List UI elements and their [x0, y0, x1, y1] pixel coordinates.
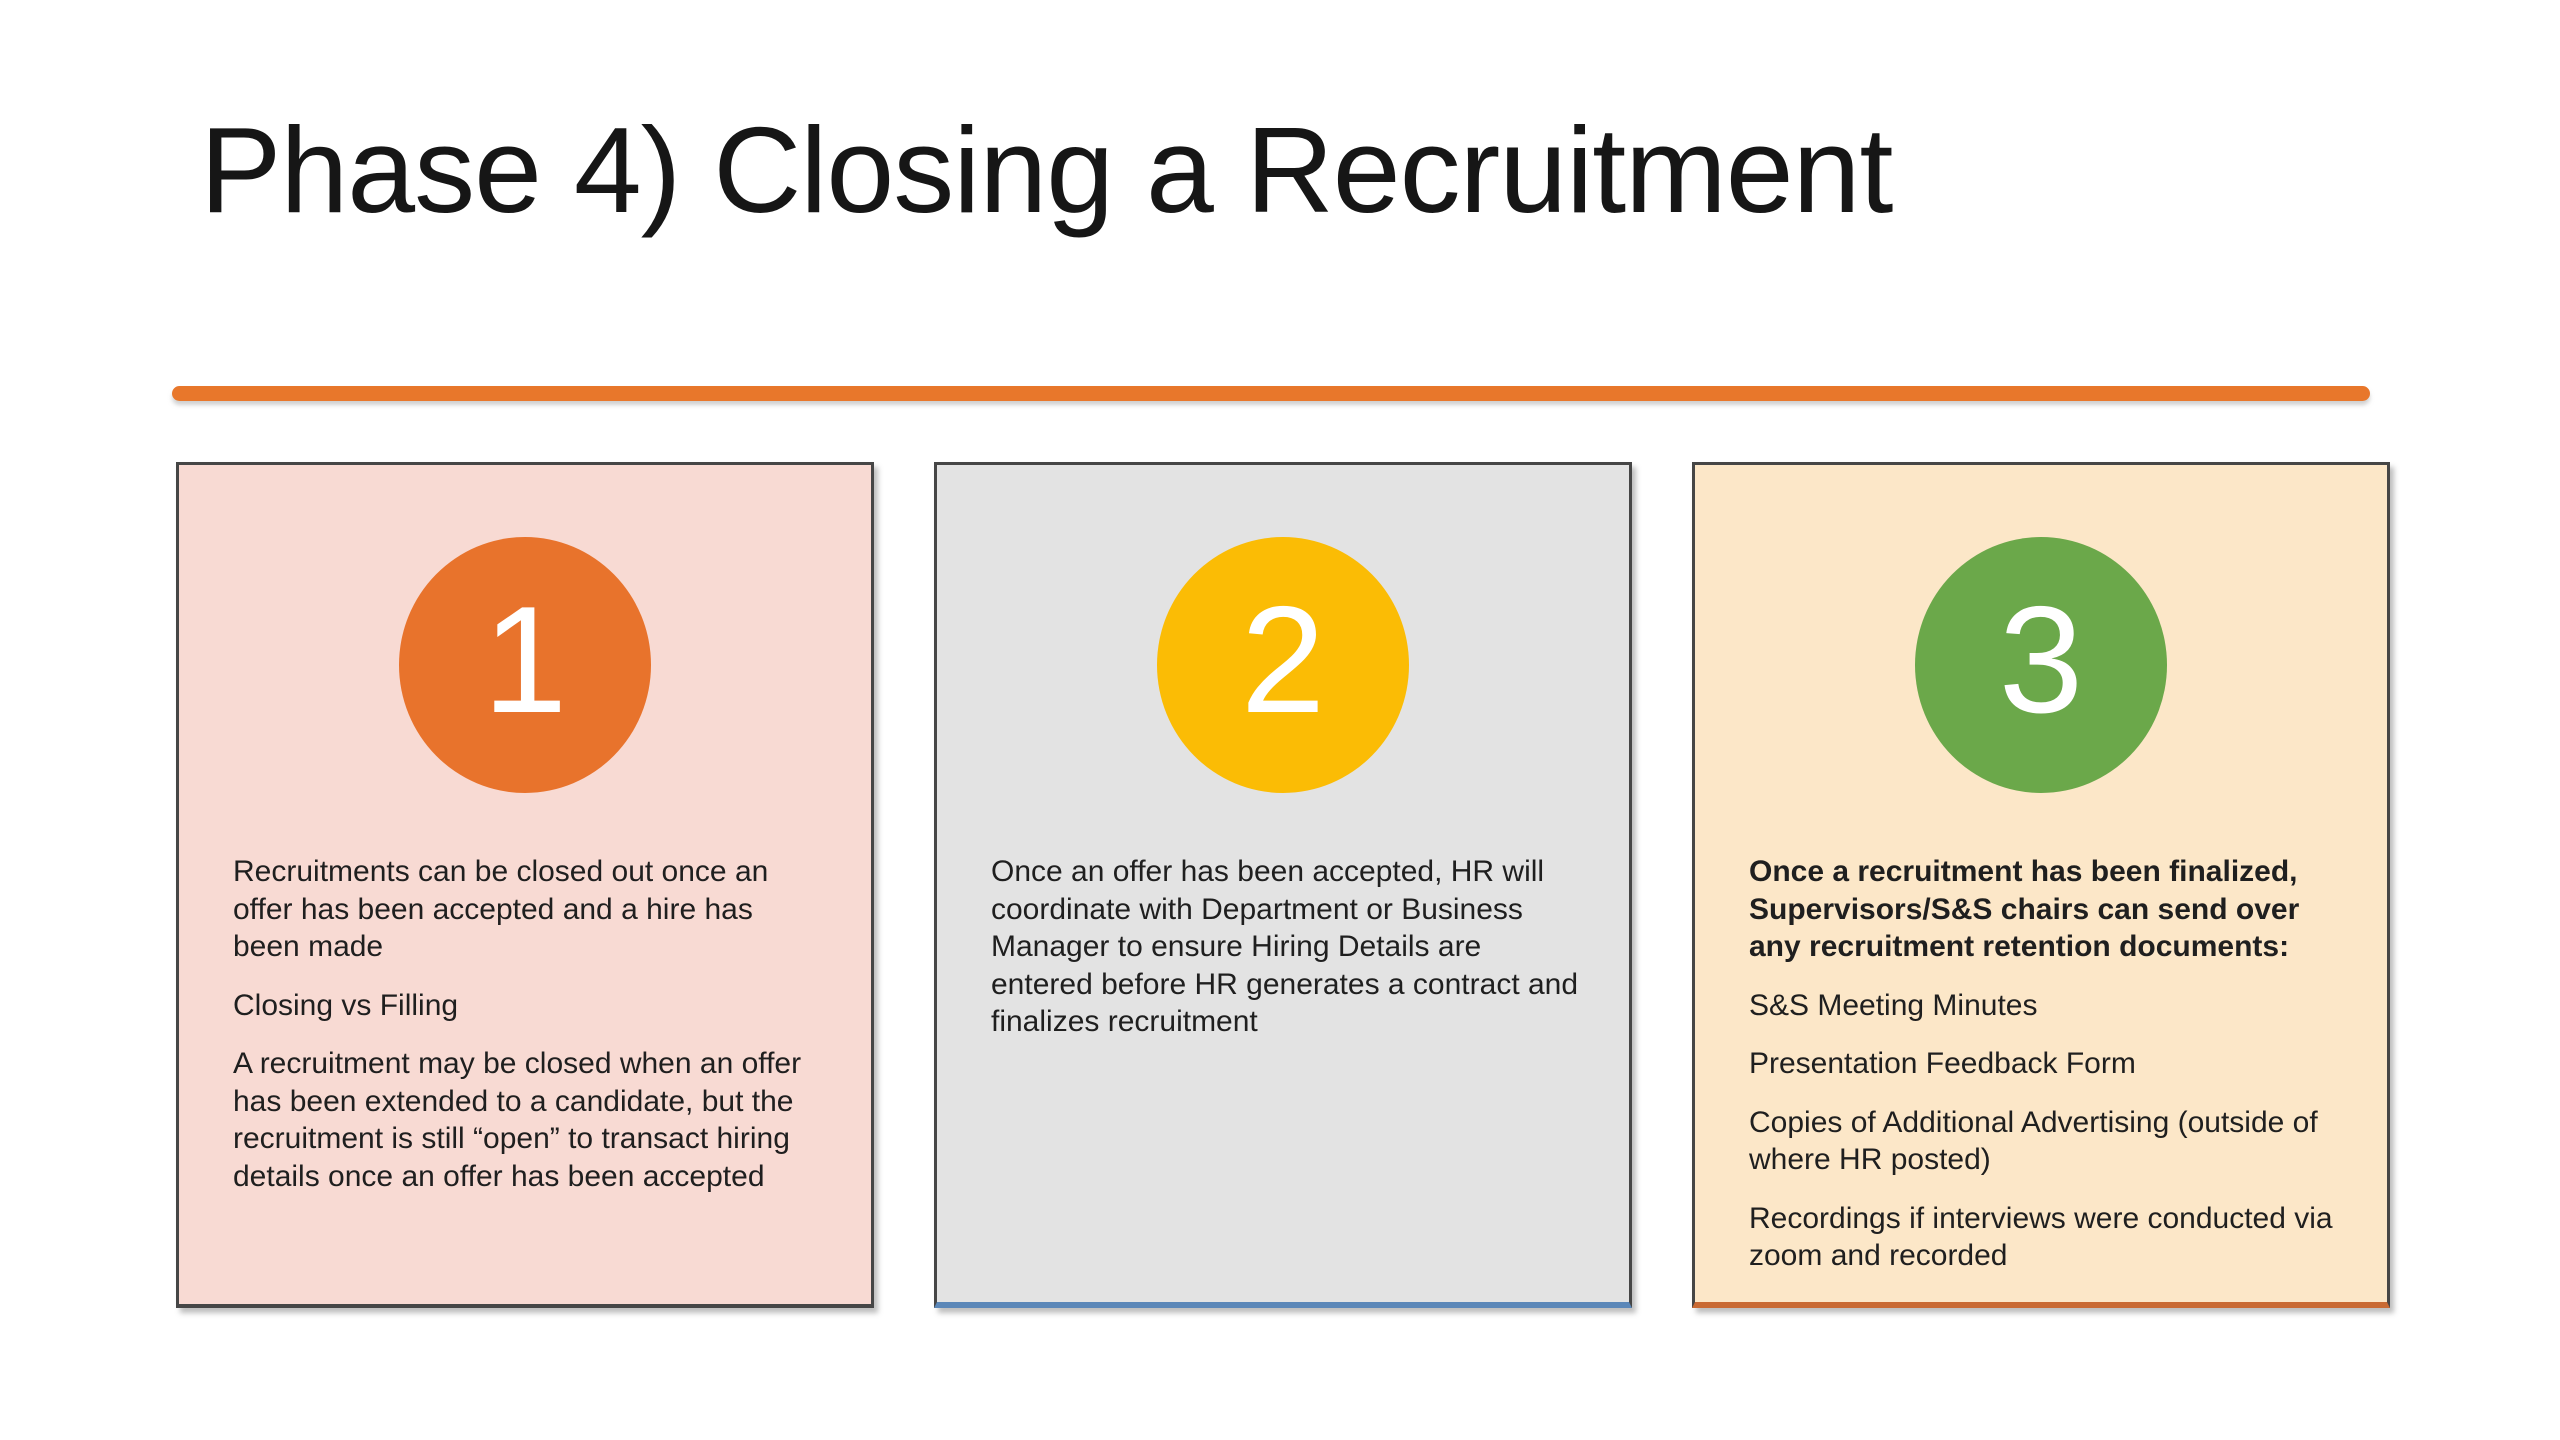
step-1-number: 1	[482, 575, 568, 745]
step-2-paragraph: Once an offer has been accepted, HR will…	[991, 855, 1579, 1038]
slide-title: Phase 4) Closing a Recruitment	[200, 102, 1893, 238]
step-2-text-block: Once an offer has been accepted, HR will…	[991, 853, 1583, 1062]
step-3-list-item: S&S Meeting Minutes	[1749, 988, 2038, 1022]
step-2-circle: 2	[1157, 537, 1409, 793]
step-3-list-item: Presentation Feedback Form	[1749, 1047, 2136, 1080]
step-3-card: 3 Once a recruitment has been finalized,…	[1692, 462, 2390, 1308]
step-1-text-block: Recruitments can be closed out once an o…	[233, 853, 825, 1216]
step-2-card: 2 Once an offer has been accepted, HR wi…	[934, 462, 1632, 1308]
step-1-circle: 1	[399, 537, 651, 793]
title-divider-rule	[172, 386, 2370, 401]
step-1-paragraph: Closing vs Filling	[233, 988, 459, 1022]
step-3-number: 3	[1998, 575, 2084, 745]
step-3-heading: Once a recruitment has been finalized, S…	[1749, 855, 2300, 963]
step-3-list-item: Copies of Additional Advertising (outsid…	[1749, 1105, 2318, 1177]
step-3-list-item: Recordings if interviews were conducted …	[1749, 1201, 2333, 1273]
step-3-text-block: Once a recruitment has been finalized, S…	[1749, 853, 2341, 1296]
step-3-circle: 3	[1915, 537, 2167, 793]
step-1-card: 1 Recruitments can be closed out once an…	[176, 462, 874, 1308]
step-1-paragraph: Recruitments can be closed out once an o…	[233, 855, 769, 963]
step-2-number: 2	[1240, 575, 1326, 745]
step-1-paragraph: A recruitment may be closed when an offe…	[233, 1047, 802, 1193]
